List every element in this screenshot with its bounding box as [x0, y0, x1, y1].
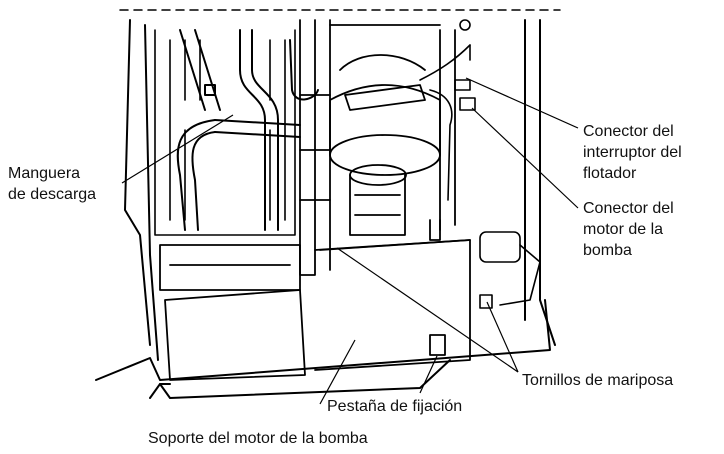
left-panel [154, 29, 296, 236]
discharge-hose [176, 29, 319, 231]
leader-tornillo-2 [486, 301, 519, 373]
right-fitting [479, 231, 541, 309]
leader-soporte [319, 339, 356, 405]
connectors [419, 19, 476, 201]
center-frame [299, 19, 456, 276]
label-motor: Conector del motor de la bomba [583, 198, 674, 261]
label-interruptor-line3: flotador [583, 165, 637, 182]
label-pestana: Pestaña de fijación [327, 398, 463, 415]
leader-tornillo-1 [336, 247, 519, 373]
label-interruptor: Conector del interruptor del flotador [583, 121, 682, 184]
label-manguera-line1: Manguera [8, 165, 81, 182]
label-interruptor-line2: interruptor del [583, 144, 682, 161]
label-motor-line2: motor de la [583, 221, 664, 238]
unit-cabinet [95, 9, 561, 399]
leader-pestana [419, 355, 438, 394]
leader-manguera [121, 114, 234, 184]
label-interruptor-line1: Conector del [583, 123, 674, 140]
label-motor-line3: bomba [583, 242, 632, 259]
leader-motor [471, 107, 579, 209]
drain-tray [159, 244, 306, 381]
label-tornillos: Tornillos de mariposa [522, 372, 674, 389]
label-soporte: Soporte del motor de la bomba [148, 430, 368, 447]
label-manguera: Manguera de descarga [8, 163, 96, 205]
label-motor-line1: Conector del [583, 200, 674, 217]
leader-interruptor [465, 77, 579, 129]
pump-bracket [314, 239, 471, 371]
label-manguera-line2: de descarga [8, 186, 97, 203]
pump-motor [329, 54, 441, 241]
